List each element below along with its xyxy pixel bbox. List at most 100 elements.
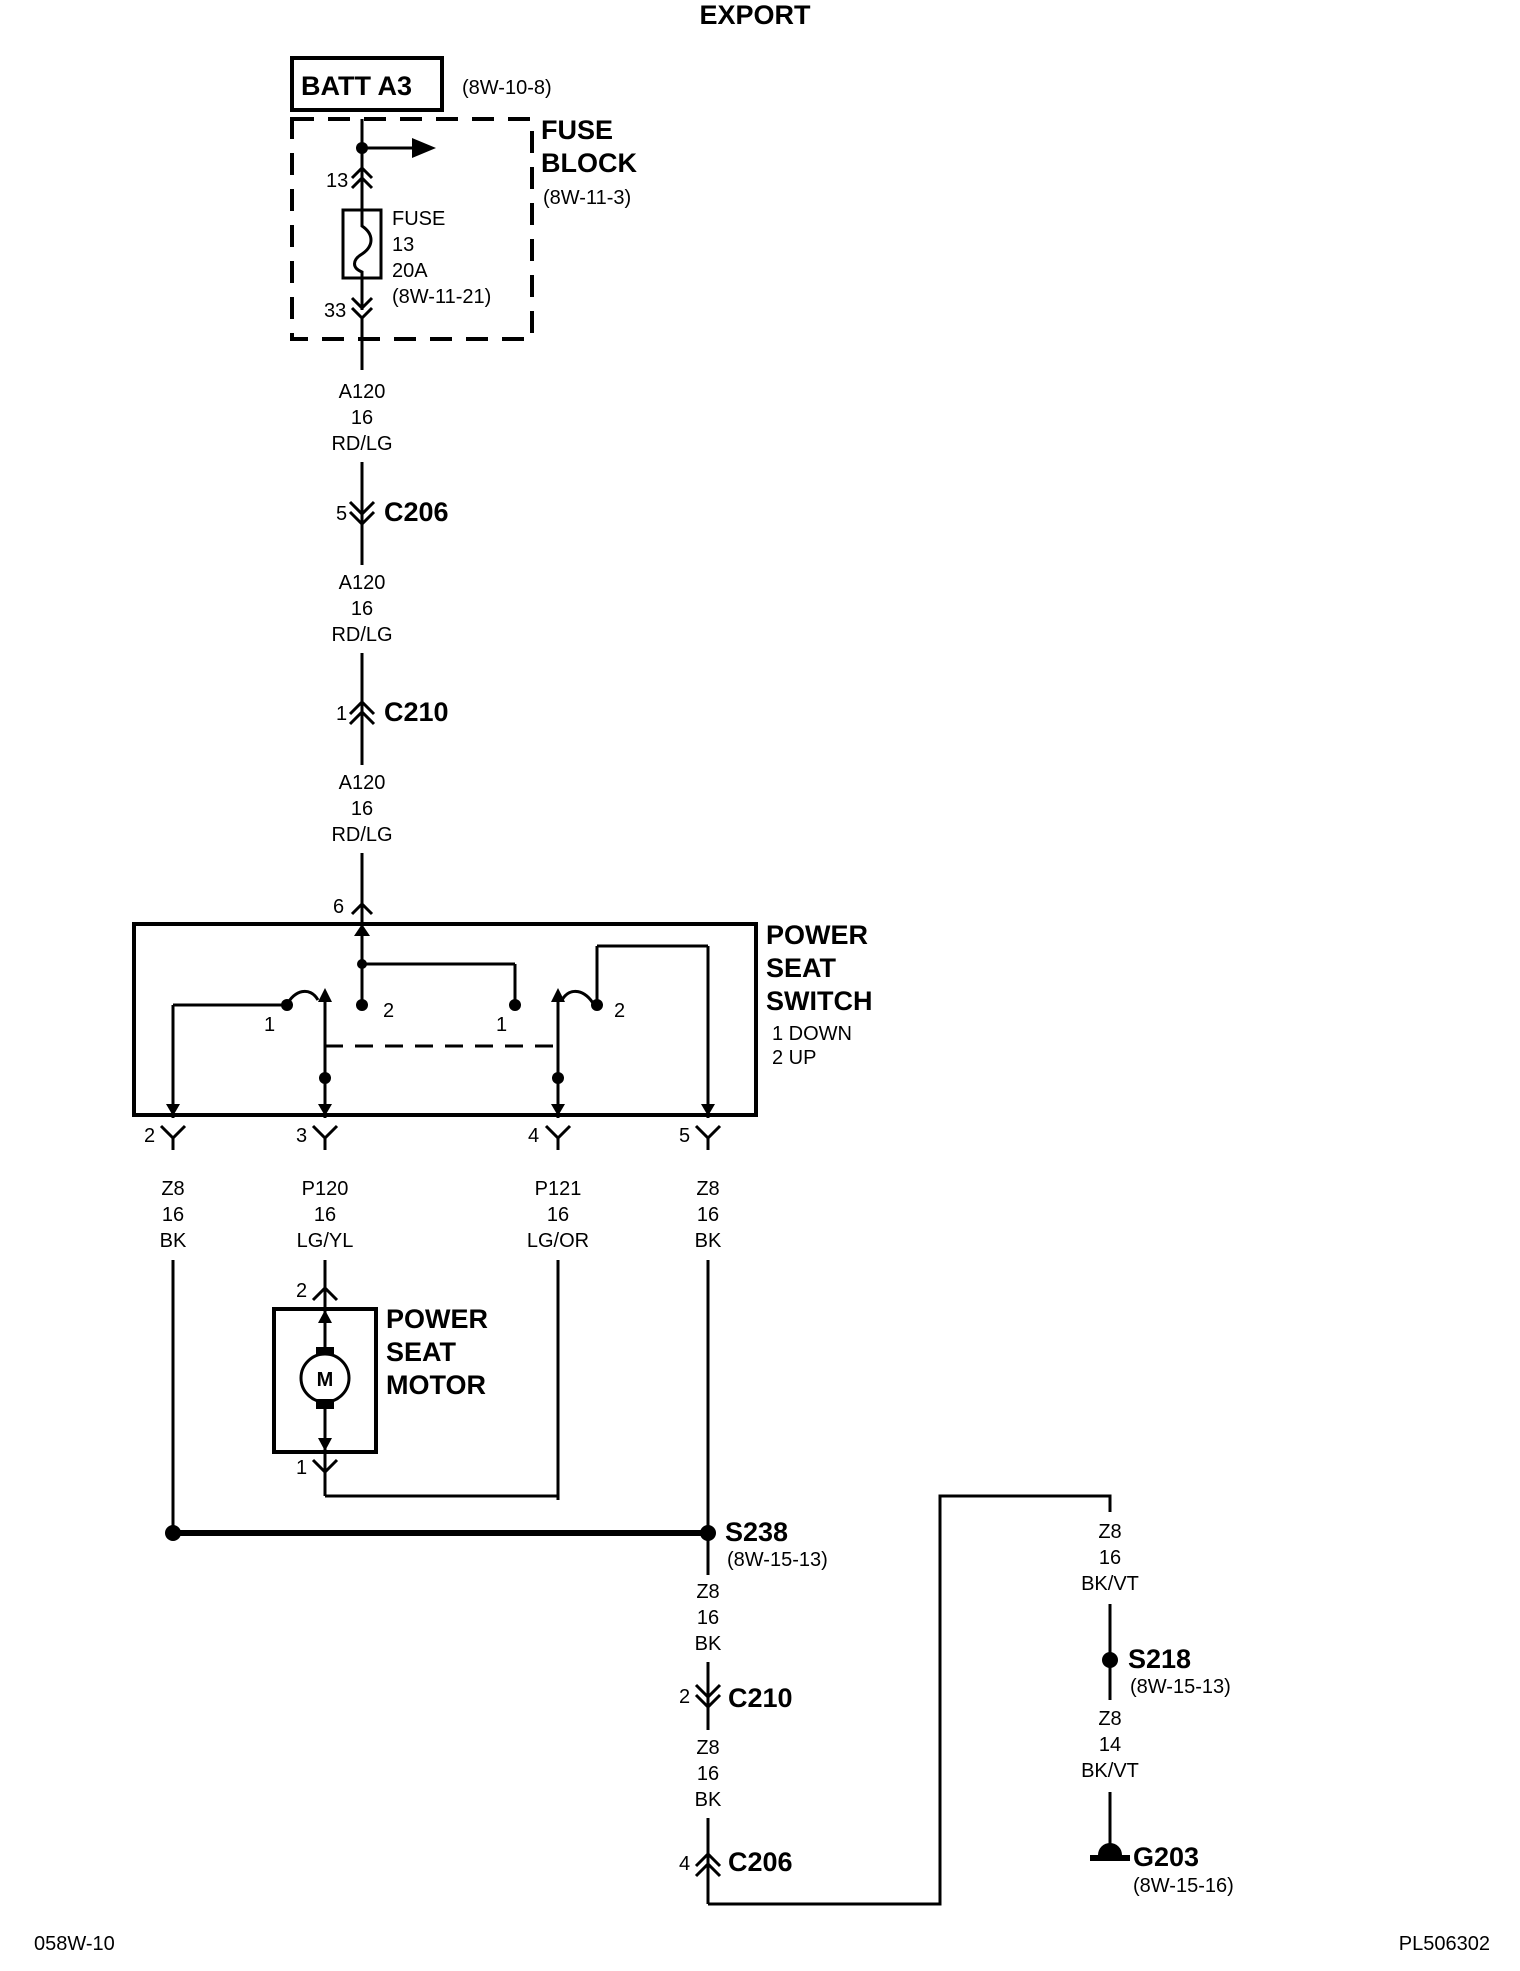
fuse-pin-out: 33: [324, 300, 346, 322]
svg-text:16: 16: [697, 1204, 719, 1226]
battery-block: BATT A3 (8W-10-8): [290, 56, 552, 112]
fuse-block-title-2: BLOCK: [541, 148, 637, 178]
svg-text:C210: C210: [384, 697, 449, 727]
arrow-up-icon: [354, 924, 370, 936]
fuse-ref: (8W-11-21): [392, 286, 491, 308]
svg-text:(8W-15-13): (8W-15-13): [1130, 1676, 1231, 1698]
wire-label-z8-ground-2: Z8 16 BK: [695, 1737, 722, 1811]
wire-label-a120-2: A120 16 RD/LG: [331, 572, 392, 646]
ground-icon: [1098, 1843, 1122, 1855]
wire-label-a120-3: A120 16 RD/LG: [331, 772, 392, 846]
motor-pin-bottom: 1: [296, 1457, 307, 1479]
svg-text:16: 16: [351, 798, 373, 820]
connector-c210-top: 1 C210: [336, 697, 449, 727]
svg-text:RD/LG: RD/LG: [331, 624, 392, 646]
motor-pin-top: 2: [296, 1280, 307, 1302]
contact-1-right: [509, 999, 521, 1011]
svg-text:16: 16: [1099, 1547, 1121, 1569]
switch-pin-3: 3: [296, 1125, 307, 1147]
connector-male-icon: [544, 1124, 572, 1150]
svg-text:RD/LG: RD/LG: [331, 433, 392, 455]
svg-text:BK: BK: [160, 1230, 187, 1252]
splice-s218: S218 (8W-15-13): [1102, 1644, 1231, 1698]
wire-label-z8-right: Z8 16 BK: [695, 1178, 722, 1252]
motor-title-3: MOTOR: [386, 1370, 486, 1400]
svg-text:16: 16: [547, 1204, 569, 1226]
svg-text:Z8: Z8: [696, 1581, 719, 1603]
contact-2-left: [356, 999, 368, 1011]
switch-input-pin: 6: [333, 896, 344, 918]
svg-text:5: 5: [336, 503, 347, 525]
svg-text:1: 1: [496, 1014, 507, 1036]
svg-text:1: 1: [336, 703, 347, 725]
fuse-block: FUSE BLOCK (8W-11-3) 13 FUSE 13 20A (8W-…: [290, 115, 637, 341]
svg-text:2: 2: [383, 1000, 394, 1022]
svg-text:Z8: Z8: [696, 1737, 719, 1759]
svg-text:P120: P120: [302, 1178, 349, 1200]
svg-text:G203: G203: [1133, 1842, 1199, 1872]
battery-label: BATT A3: [301, 71, 412, 101]
connector-female-icon: [348, 699, 376, 726]
svg-text:LG/YL: LG/YL: [297, 1230, 354, 1252]
battery-ref: (8W-10-8): [462, 77, 552, 99]
splice-s238: S238 (8W-15-13): [700, 1517, 828, 1571]
switch-wiper-left: [285, 989, 320, 1006]
svg-text:Z8: Z8: [1098, 1708, 1121, 1730]
svg-text:BK: BK: [695, 1789, 722, 1811]
svg-text:(8W-15-16): (8W-15-16): [1133, 1875, 1234, 1897]
svg-text:A120: A120: [339, 772, 386, 794]
switch-pin-2: 2: [144, 1125, 155, 1147]
footer-right: PL506302: [1399, 1933, 1490, 1955]
switch-legend-2: 2 UP: [772, 1047, 816, 1069]
switch-legend-1: 1 DOWN: [772, 1023, 852, 1045]
svg-text:RD/LG: RD/LG: [331, 824, 392, 846]
wire-label-a120-1: A120 16 RD/LG: [331, 381, 392, 455]
connector-male-icon: [311, 1458, 339, 1475]
svg-text:A120: A120: [339, 381, 386, 403]
power-seat-switch: 6 POWER SEAT SWITCH 1 DOWN 2 UP 2 1 1: [132, 896, 872, 1150]
connector-female-icon: [350, 165, 374, 190]
svg-text:LG/OR: LG/OR: [527, 1230, 589, 1252]
wire-label-z8-ground-1: Z8 16 BK: [695, 1581, 722, 1655]
svg-text:2: 2: [614, 1000, 625, 1022]
fuse-pin-in: 13: [326, 170, 348, 192]
svg-text:C206: C206: [384, 497, 449, 527]
connector-male-icon: [348, 500, 376, 527]
connector-female-icon: [350, 901, 374, 916]
fuse-block-ref: (8W-11-3): [543, 187, 631, 209]
svg-text:S238: S238: [725, 1517, 788, 1547]
svg-text:C210: C210: [728, 1683, 793, 1713]
fuse-block-title-1: FUSE: [541, 115, 613, 145]
motor-title-2: SEAT: [386, 1337, 457, 1367]
connector-c206-bottom: 4 C206: [679, 1847, 793, 1878]
svg-text:Z8: Z8: [1098, 1521, 1121, 1543]
svg-text:Z8: Z8: [161, 1178, 184, 1200]
fuse-number: 13: [392, 234, 414, 256]
svg-text:BK/VT: BK/VT: [1081, 1760, 1139, 1782]
connector-female-icon: [694, 1851, 722, 1878]
svg-text:16: 16: [351, 407, 373, 429]
switch-wiper-right: [560, 989, 596, 1006]
svg-text:16: 16: [697, 1763, 719, 1785]
svg-text:(8W-15-13): (8W-15-13): [727, 1549, 828, 1571]
wire-label-z8-bkvt-2: Z8 14 BK/VT: [1081, 1708, 1139, 1782]
svg-text:16: 16: [351, 598, 373, 620]
arrow-right-icon: [412, 138, 436, 158]
ground-g203: G203 (8W-15-16): [1090, 1842, 1234, 1897]
motor-symbol: M: [317, 1369, 334, 1391]
footer-left: 058W-10: [34, 1933, 115, 1955]
fuse-element: [353, 210, 373, 278]
connector-male-icon: [311, 1124, 339, 1150]
switch-title-1: POWER: [766, 920, 868, 950]
svg-text:Z8: Z8: [696, 1178, 719, 1200]
motor-title-1: POWER: [386, 1304, 488, 1334]
switch-pin-5: 5: [679, 1125, 690, 1147]
connector-c206-top: 5 C206: [336, 497, 449, 527]
svg-text:16: 16: [697, 1607, 719, 1629]
connector-male-icon: [694, 1124, 722, 1150]
svg-text:BK/VT: BK/VT: [1081, 1573, 1139, 1595]
fuse-rating: 20A: [392, 260, 428, 282]
page-title: EXPORT: [699, 0, 811, 30]
